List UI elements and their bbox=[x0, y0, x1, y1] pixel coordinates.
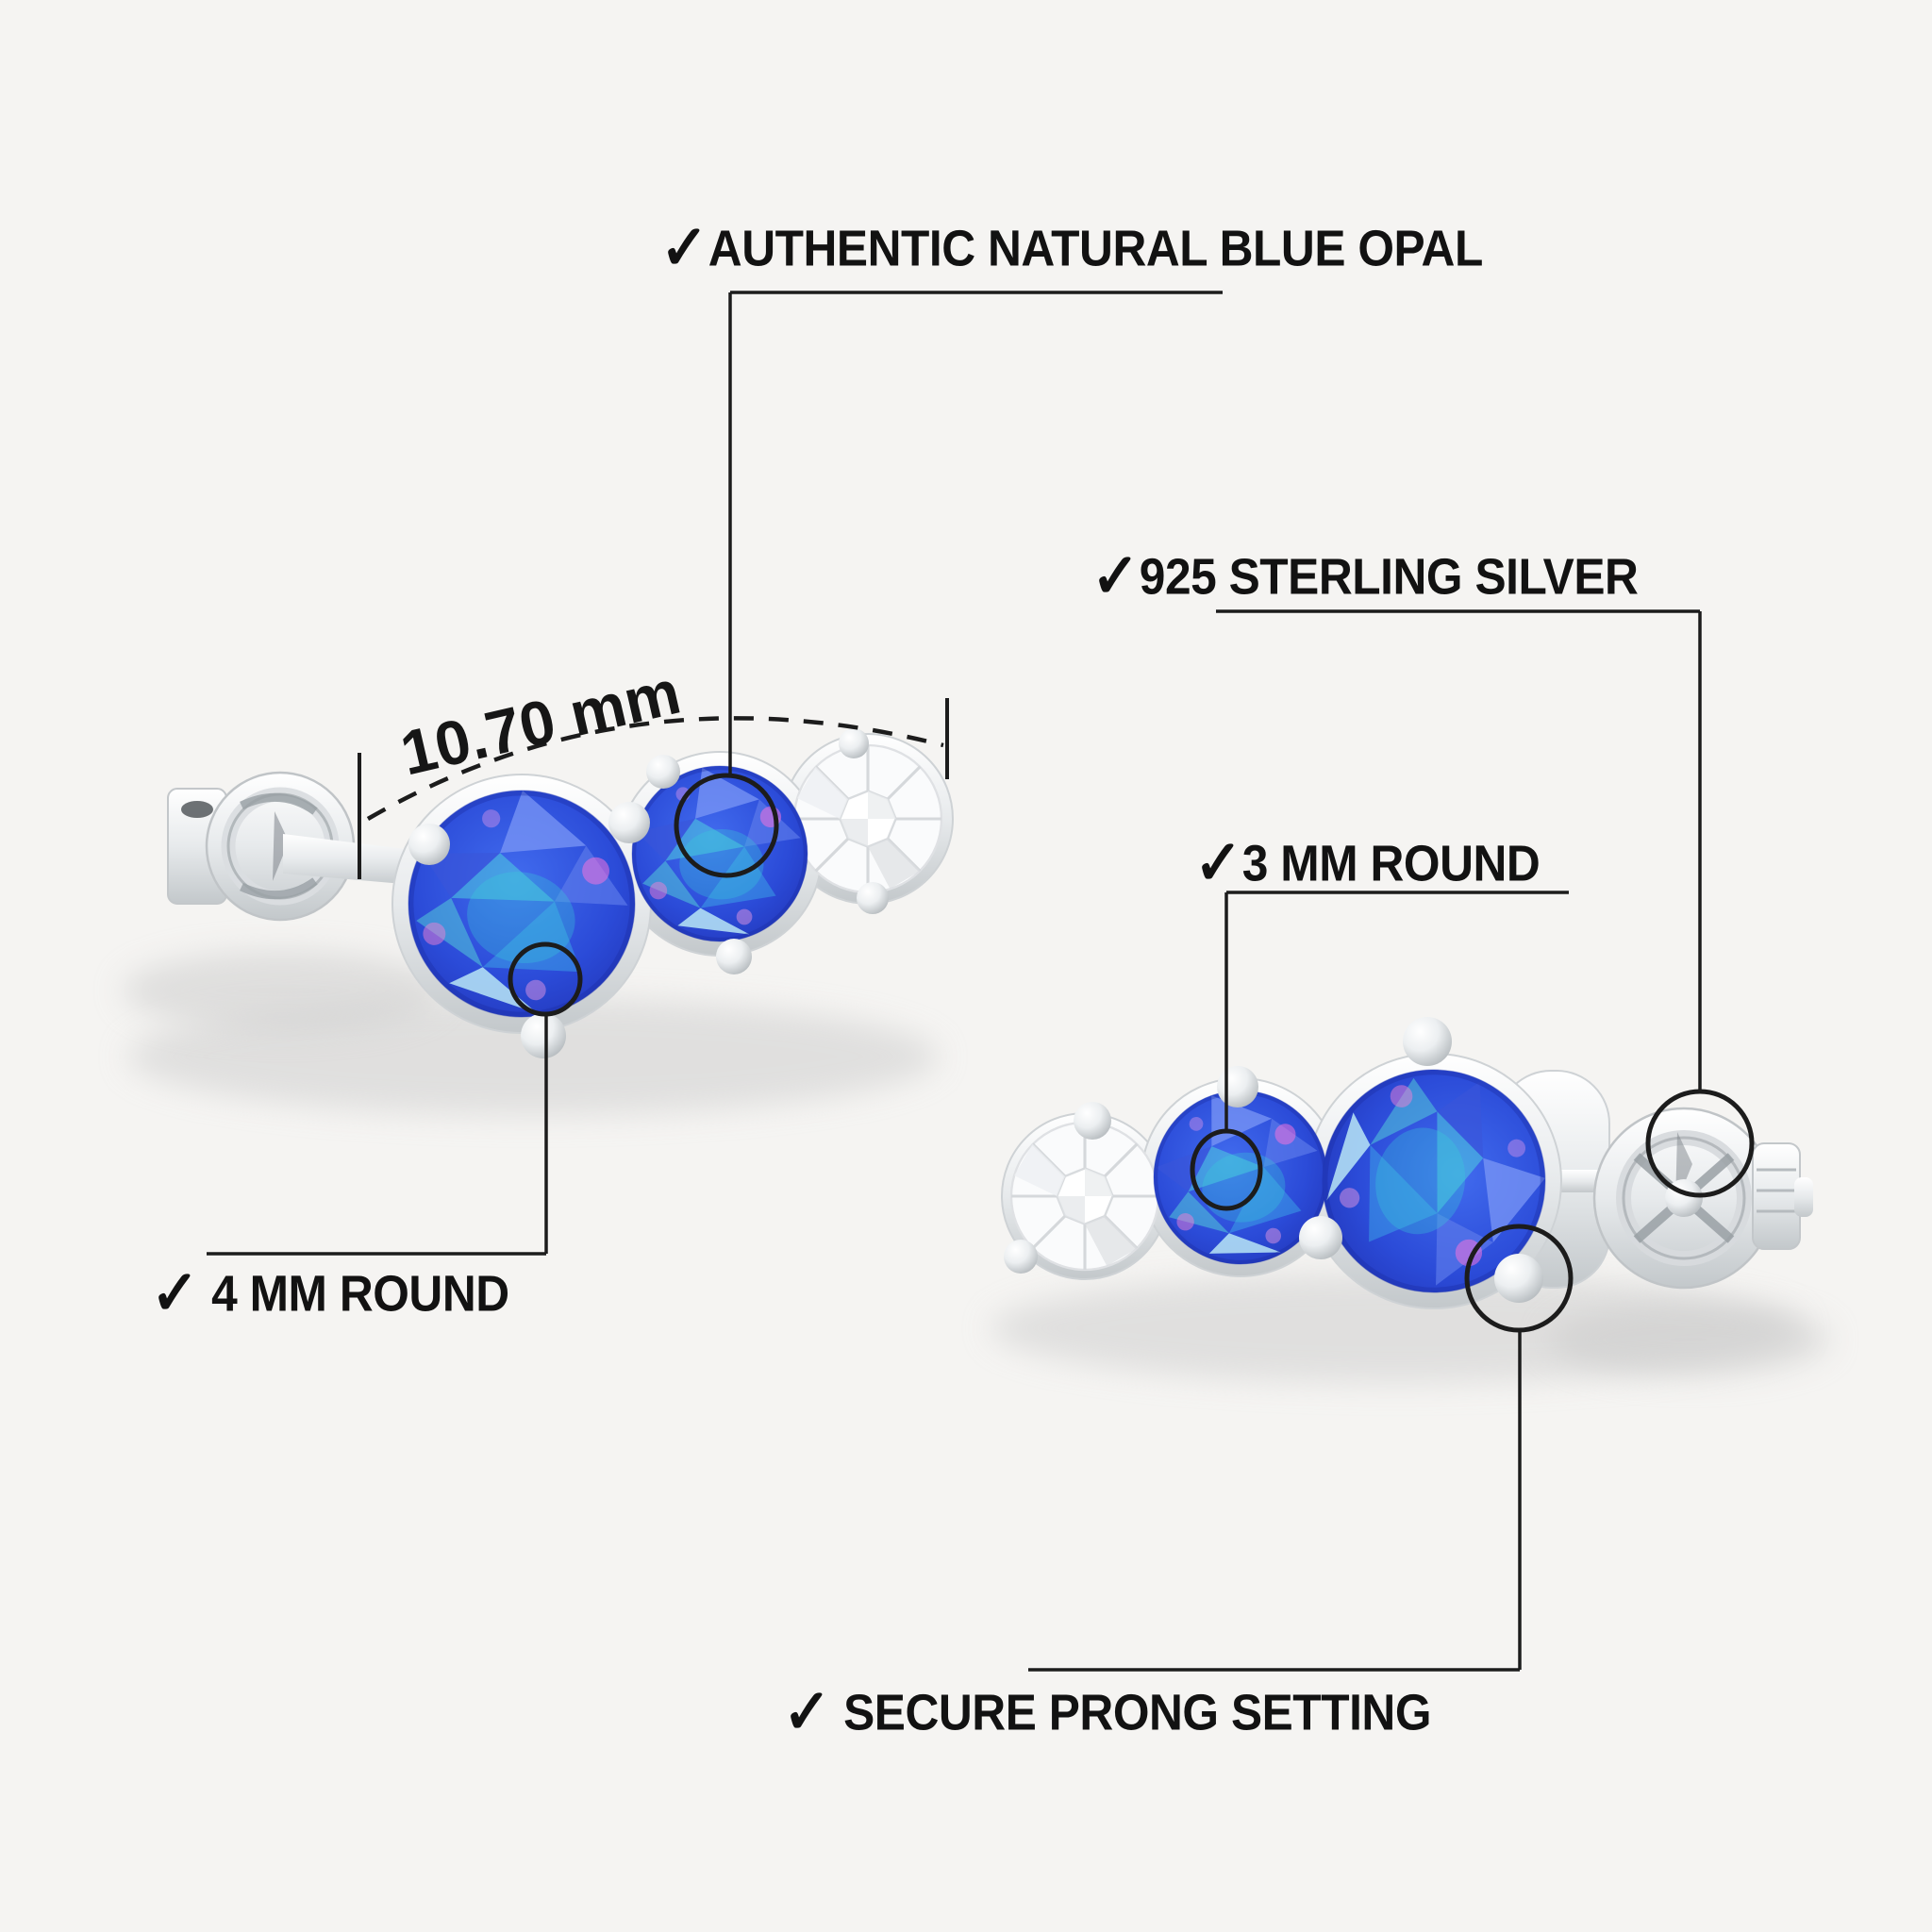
check-icon: ✓ bbox=[660, 212, 708, 282]
circle-4mm-opal bbox=[508, 941, 583, 1017]
callout-3mm: ✓3 MM ROUND bbox=[1194, 827, 1541, 897]
callout-4mm: ✓ 4 MM ROUND bbox=[151, 1258, 509, 1326]
callout-prong-label: SECURE PRONG SETTING bbox=[830, 1684, 1432, 1741]
right-clutch-back bbox=[1592, 1107, 1775, 1290]
connector-prong bbox=[1028, 1332, 1522, 1672]
left-small-opal bbox=[632, 766, 808, 941]
circle-prong bbox=[1464, 1224, 1574, 1333]
left-clutch-shadow bbox=[123, 951, 443, 1030]
callout-3mm-label: 3 MM ROUND bbox=[1241, 835, 1541, 892]
left-diamond bbox=[792, 743, 943, 894]
measurement-arc bbox=[366, 716, 944, 821]
measurement-ticks bbox=[358, 698, 949, 879]
measurement-label: 10.70 mm bbox=[394, 657, 687, 789]
callout-sterling: ✓925 STERLING SILVER bbox=[1091, 541, 1639, 610]
callout-4mm-label: 4 MM ROUND bbox=[198, 1265, 509, 1323]
circle-silver-back bbox=[1645, 1089, 1755, 1198]
connector-3mm bbox=[1224, 891, 1569, 1132]
callout-authentic-label: AUTHENTIC NATURAL BLUE OPAL bbox=[708, 220, 1484, 277]
connector-authentic bbox=[728, 291, 1223, 774]
circle-3mm-opal bbox=[1190, 1128, 1263, 1211]
callout-authentic: ✓AUTHENTIC NATURAL BLUE OPAL bbox=[660, 213, 1483, 281]
annotations bbox=[207, 291, 1755, 1672]
callout-sterling-label: 925 STERLING SILVER bbox=[1139, 548, 1639, 606]
callout-prong: ✓ SECURE PRONG SETTING bbox=[783, 1677, 1431, 1745]
connector-4mm bbox=[207, 1015, 548, 1256]
check-icon: ✓ bbox=[1091, 541, 1140, 610]
check-icon: ✓ bbox=[151, 1257, 199, 1327]
circle-authentic-opal bbox=[674, 773, 779, 878]
right-clutch-shadow bbox=[1547, 1304, 1830, 1375]
check-icon: ✓ bbox=[1194, 827, 1242, 897]
left-earring bbox=[123, 728, 954, 1115]
connector-sterling bbox=[1216, 609, 1702, 1091]
right-earring bbox=[991, 1017, 1830, 1383]
check-icon: ✓ bbox=[783, 1676, 831, 1746]
right-pin-end bbox=[1752, 1142, 1813, 1250]
